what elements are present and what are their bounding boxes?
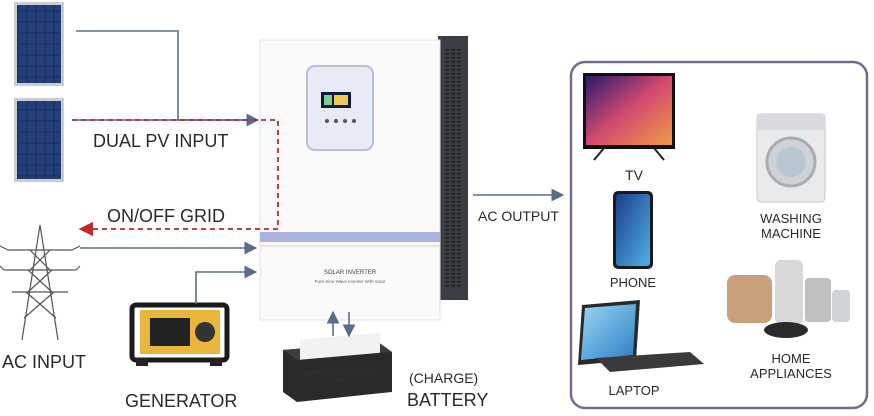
laptop-icon bbox=[578, 300, 704, 372]
generator-line bbox=[195, 265, 258, 304]
tv-label: TV bbox=[625, 167, 643, 183]
phone-icon bbox=[613, 191, 653, 269]
ac-input-label: AC INPUT bbox=[2, 352, 87, 372]
ac-output-label: AC OUTPUT bbox=[478, 208, 559, 224]
home-appliances-label-line2: APPLIANCES bbox=[750, 366, 832, 381]
washing-machine-label-line1: WASHING bbox=[760, 211, 822, 226]
inverter-sub-text: Pure Sine Wave Inverter With Solar bbox=[315, 279, 386, 284]
charge-label: (CHARGE) bbox=[409, 370, 479, 386]
phone-label: PHONE bbox=[609, 275, 657, 290]
solar-panel-icon bbox=[14, 2, 64, 86]
washing-machine-icon bbox=[756, 113, 826, 203]
grid-dashed-line bbox=[72, 119, 279, 237]
pv-input-lines bbox=[76, 30, 260, 127]
laptop-label: LAPTOP bbox=[608, 383, 660, 398]
battery-text-line2: DC 12V 200AH bbox=[313, 378, 348, 384]
generator-label: GENERATOR bbox=[125, 391, 238, 411]
battery-label: BATTERY bbox=[407, 390, 489, 410]
inverter-brand-text: SOLAR INVERTER bbox=[324, 270, 377, 276]
ac-output-panel bbox=[569, 60, 869, 410]
inverter-icon: SOLAR INVERTER Pure Sine Wave Inverter W… bbox=[259, 36, 468, 321]
generator-icon bbox=[129, 302, 230, 366]
power-tower-icon bbox=[0, 224, 81, 341]
battery-arrows bbox=[326, 310, 356, 338]
tv-icon bbox=[583, 73, 675, 161]
dual-pv-input-label: DUAL PV INPUT bbox=[93, 131, 229, 151]
battery-icon: MAINTENANCE FREE BATTERY DC 12V 200AH bbox=[283, 332, 392, 402]
washing-machine-label-line2: MACHINE bbox=[761, 226, 821, 241]
solar-panel-icon bbox=[14, 98, 64, 182]
home-appliances-icon bbox=[727, 260, 850, 338]
battery-text-line1: MAINTENANCE FREE BATTERY bbox=[302, 371, 378, 377]
home-appliances-label-line1: HOME bbox=[771, 351, 811, 366]
on-off-grid-label: ON/OFF GRID bbox=[107, 206, 225, 226]
